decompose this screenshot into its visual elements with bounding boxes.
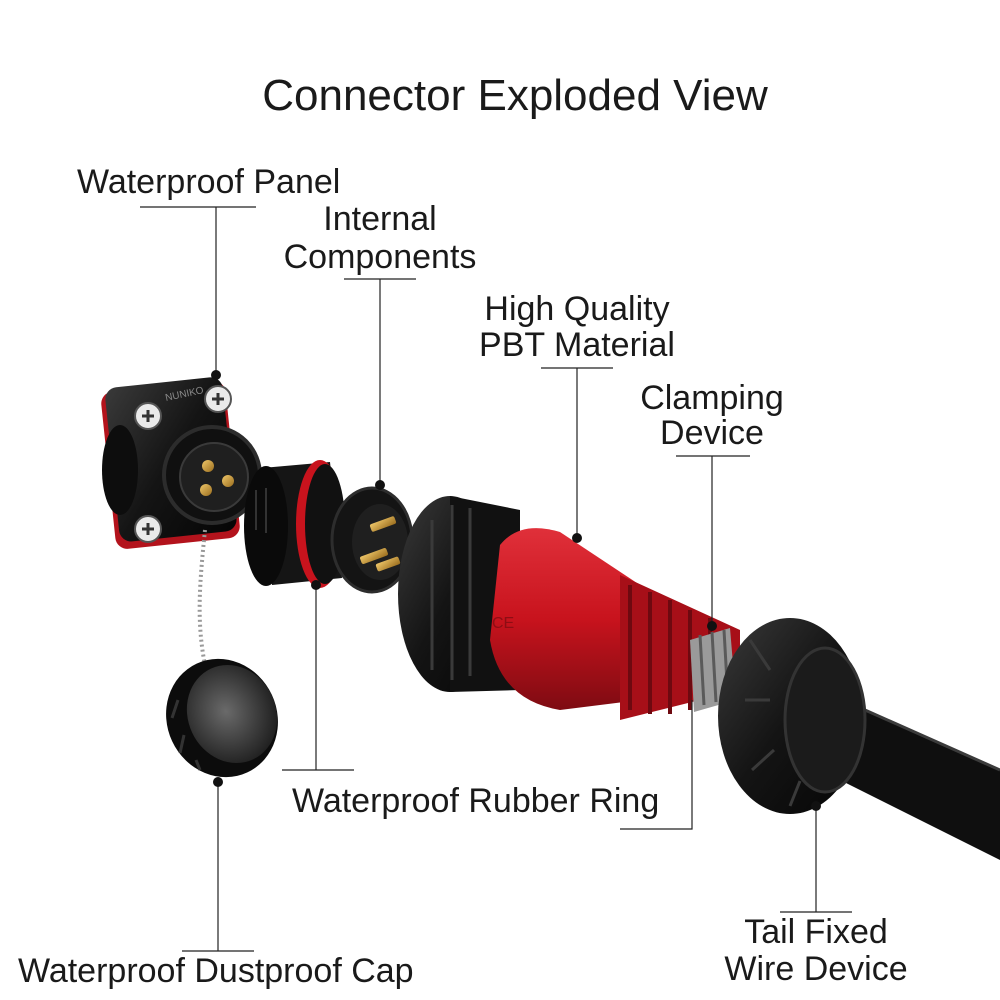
callout-clamping-device: Clamping Device — [640, 379, 784, 631]
tail-wire-part — [718, 618, 1000, 860]
callout-tail-fixed: Tail Fixed Wire Device — [724, 801, 908, 988]
label-pbt-1: High Quality — [484, 290, 669, 328]
label-internal-components-2: Components — [284, 238, 477, 276]
diagram-title: Connector Exploded View — [262, 71, 768, 120]
label-tail-1: Tail Fixed — [744, 913, 888, 951]
label-clamping-2: Device — [660, 414, 764, 452]
dust-cap-chain — [197, 529, 207, 666]
callout-dustproof-cap: Waterproof Dustproof Cap — [18, 777, 414, 990]
label-tail-2: Wire Device — [724, 950, 907, 988]
label-waterproof-panel: Waterproof Panel — [77, 163, 340, 201]
callout-internal-components: Internal Components — [284, 200, 477, 490]
callout-waterproof-panel: Waterproof Panel — [77, 163, 340, 380]
waterproof-panel-part: NUNIKO — [101, 377, 262, 549]
label-rubber-ring: Waterproof Rubber Ring — [292, 782, 659, 820]
label-internal-components-1: Internal — [323, 200, 436, 238]
dustproof-cap-part — [166, 658, 278, 778]
label-pbt-2: PBT Material — [479, 326, 675, 364]
label-dustproof-cap: Waterproof Dustproof Cap — [18, 952, 414, 990]
internal-components-part — [244, 460, 414, 594]
callout-rubber-ring: Waterproof Rubber Ring — [282, 580, 693, 830]
callout-pbt-material: High Quality PBT Material — [479, 290, 675, 543]
label-clamping-1: Clamping — [640, 379, 784, 417]
svg-text:CE: CE — [492, 615, 514, 632]
